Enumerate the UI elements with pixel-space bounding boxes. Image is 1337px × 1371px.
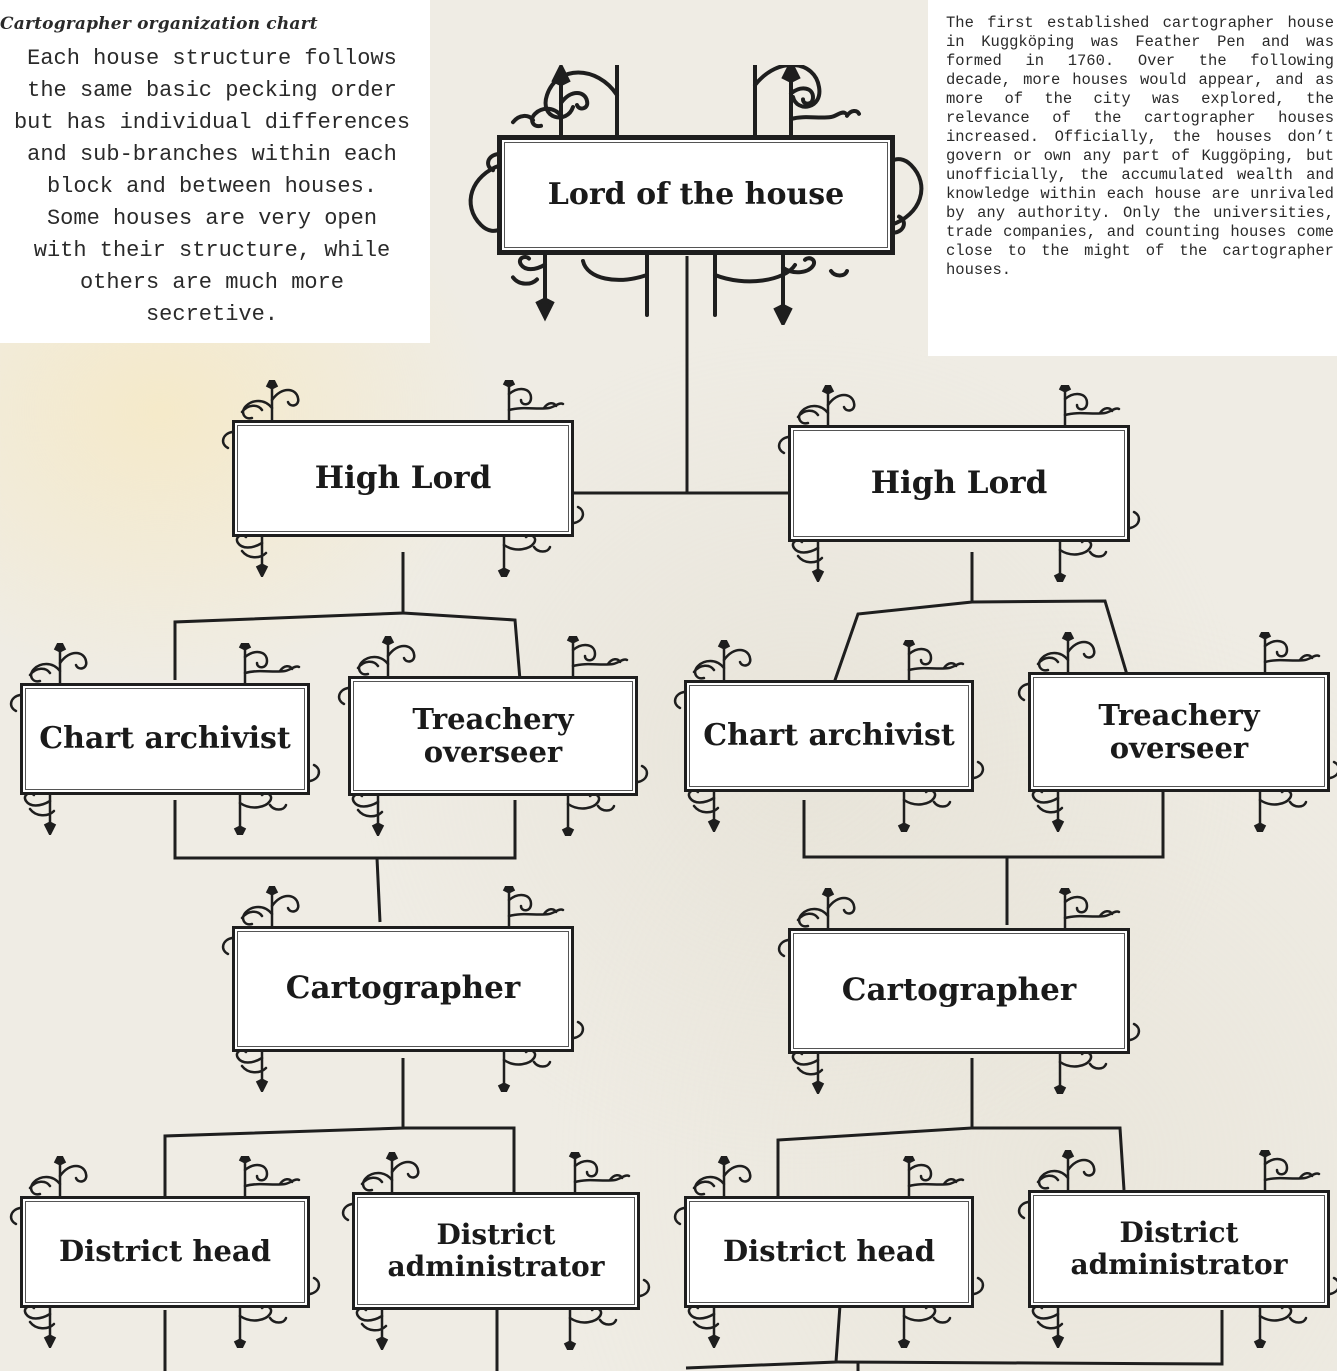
node-chart-archivist-left: Chart archivist	[9, 643, 321, 835]
node-label: District head	[20, 1196, 310, 1308]
node-label: District administrator	[352, 1192, 640, 1310]
node-district-head-right: District head	[673, 1156, 985, 1348]
node-label: Lord of the house	[497, 135, 895, 255]
node-chart-archivist-right: Chart archivist	[673, 640, 985, 832]
node-label: Chart archivist	[684, 680, 974, 792]
node-label: High Lord	[788, 425, 1130, 542]
node-high-lord-right: High Lord	[777, 385, 1141, 582]
node-district-administrator-right: District administrator	[1017, 1150, 1337, 1348]
node-label: Treachery overseer	[348, 676, 638, 796]
node-district-administrator-left: District administrator	[341, 1152, 651, 1350]
node-label: Treachery overseer	[1028, 672, 1330, 792]
node-label: High Lord	[232, 420, 574, 537]
node-lord-of-the-house: Lord of the house	[468, 65, 924, 325]
node-district-head-left: District head	[9, 1156, 321, 1348]
intro-body: Each house structure follows the same ba…	[13, 46, 411, 327]
node-treachery-overseer-left: Treachery overseer	[337, 636, 649, 836]
node-high-lord-left: High Lord	[221, 380, 585, 577]
node-cartographer-left: Cartographer	[221, 886, 585, 1092]
history-body: The first established cartographer house…	[946, 14, 1334, 279]
node-label: District administrator	[1028, 1190, 1330, 1308]
node-cartographer-right: Cartographer	[777, 888, 1141, 1094]
intro-title: Cartographer organization chart	[0, 14, 318, 34]
node-treachery-overseer-right: Treachery overseer	[1017, 632, 1337, 832]
intro-panel: Cartographer organization chart Each hou…	[0, 0, 430, 343]
node-label: Chart archivist	[20, 683, 310, 795]
history-panel: The first established cartographer house…	[928, 0, 1337, 356]
node-label: District head	[684, 1196, 974, 1308]
node-label: Cartographer	[232, 926, 574, 1052]
node-label: Cartographer	[788, 928, 1130, 1054]
